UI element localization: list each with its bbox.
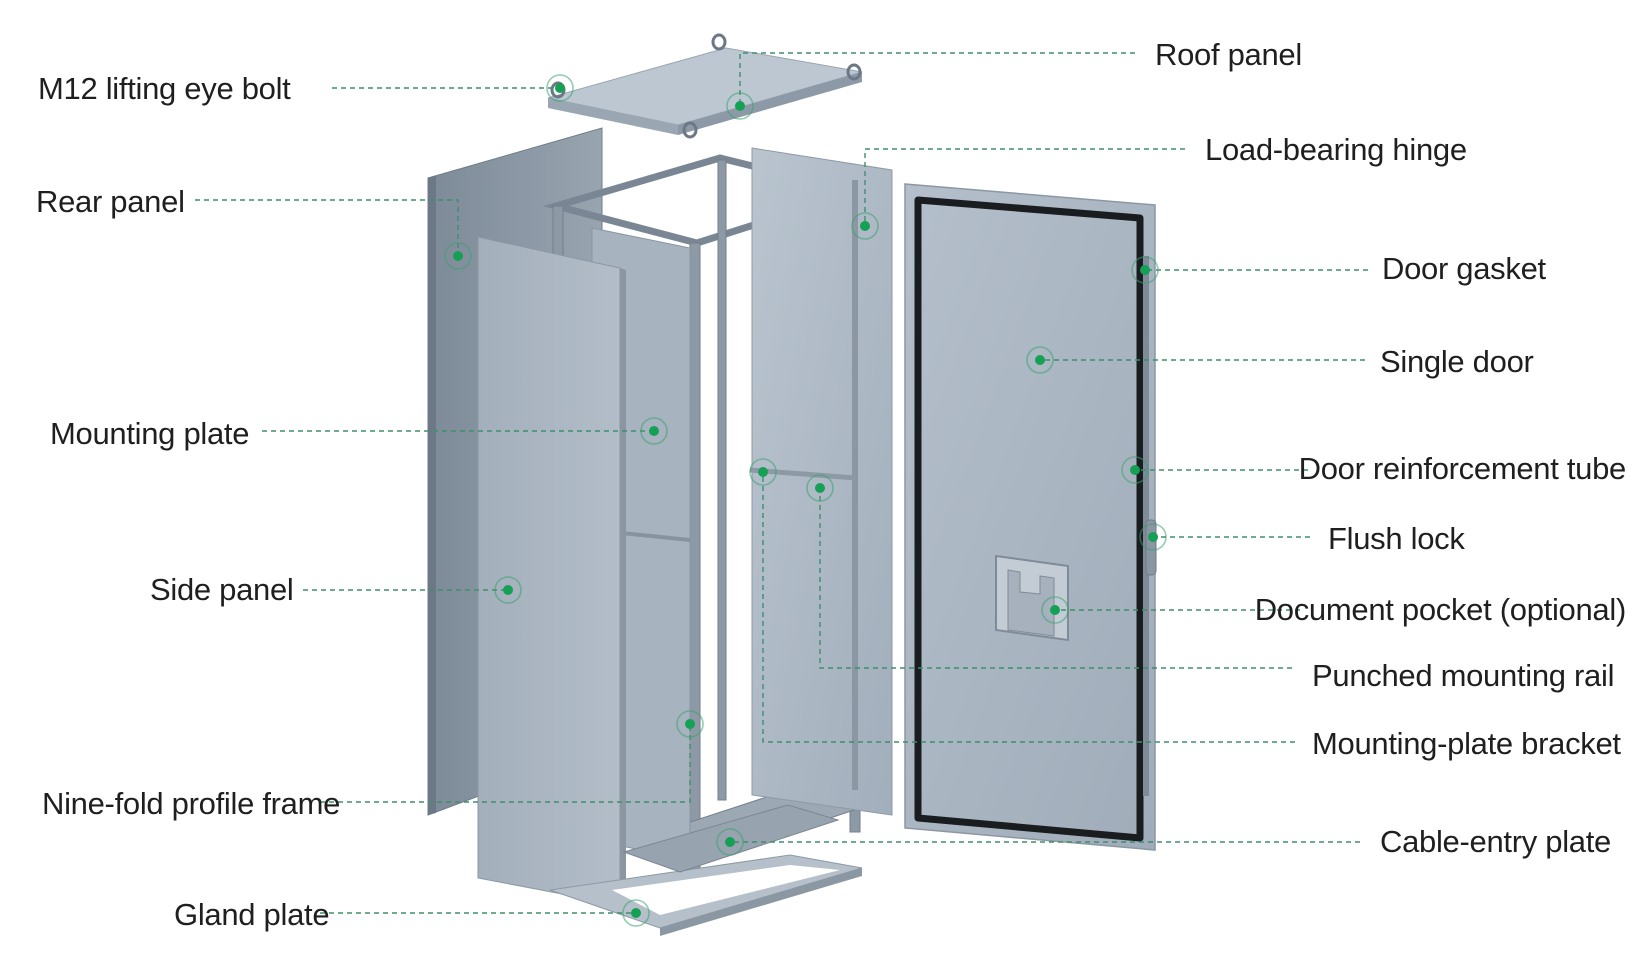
callout-marker [622,899,650,927]
callout-marker [494,576,522,604]
callout-marker [726,92,754,120]
eye-bolt-icon [846,63,862,81]
callout-labels: Roof panel M12 lifting eye bolt Load-bea… [36,37,1626,932]
callout-marker [1139,523,1167,551]
callout-marker [1121,456,1149,484]
eye-bolt-icon [711,33,727,51]
callout-marker [1026,346,1054,374]
label-rear-panel: Rear panel [36,184,185,219]
callout-marker [851,212,879,240]
label-door-reinforcement-tube: Door reinforcement tube [1299,451,1626,486]
label-load-bearing-hinge: Load-bearing hinge [1205,132,1467,167]
side-panel-part [477,236,626,906]
callout-marker [676,710,704,738]
label-lifting-eye-bolt: M12 lifting eye bolt [38,71,291,106]
enclosure-illustration [427,33,1157,936]
callout-marker [444,242,472,270]
eye-bolt-icon [682,121,698,139]
label-cable-entry-plate: Cable-entry plate [1380,824,1611,859]
flush-lock-part [1145,519,1157,576]
callout-marker [716,828,744,856]
label-gland-plate: Gland plate [174,897,329,932]
label-document-pocket: Document pocket (optional) [1255,592,1626,627]
label-mounting-plate-bracket: Mounting-plate bracket [1312,726,1621,761]
label-mounting-plate: Mounting plate [50,416,249,451]
label-punched-mounting-rail: Punched mounting rail [1312,658,1614,693]
callout-markers [444,74,1167,927]
callout-marker [1131,256,1159,284]
label-roof-panel: Roof panel [1155,37,1302,72]
callout-marker [749,458,777,486]
label-door-gasket: Door gasket [1382,251,1547,286]
callout-marker [546,74,574,102]
roof-panel-part [547,47,863,135]
door-gasket-part [914,196,1144,842]
callout-marker [806,474,834,502]
single-door-part [904,183,1157,851]
right-inner-panel [749,147,893,816]
gland-plate-part [549,854,863,936]
label-side-panel: Side panel [150,572,294,607]
leader-lines [195,52,1368,914]
label-flush-lock: Flush lock [1328,521,1465,556]
label-single-door: Single door [1380,344,1534,379]
callout-marker [640,417,668,445]
callout-marker [1041,596,1069,624]
label-nine-fold-profile-frame: Nine-fold profile frame [42,786,340,821]
